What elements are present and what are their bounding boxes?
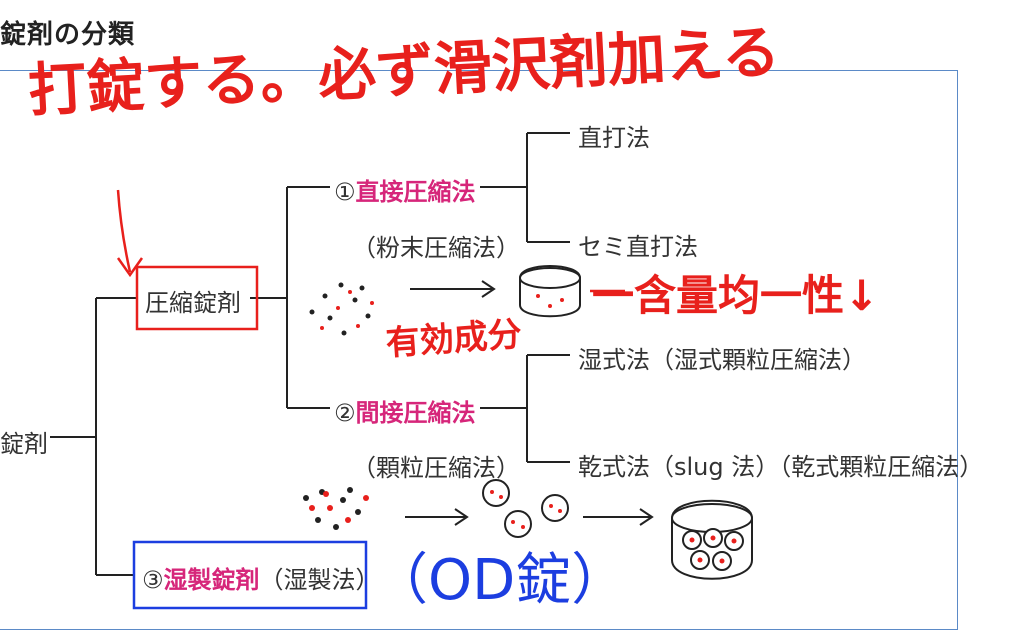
indirect-sub-label: （顆粒圧縮法） — [352, 454, 520, 482]
tree-diagram-lines — [50, 132, 753, 610]
direct-sub-label: （粉末圧縮法） — [352, 234, 520, 262]
direct-name: 直接圧縮法 — [355, 178, 476, 206]
node-compressed-tablets: 圧縮錠剤 — [145, 289, 241, 317]
annotation-od-tablet: （OD錠） — [372, 548, 628, 613]
leaf-wet-method: 湿式法（湿式顆粒圧縮法） — [578, 346, 866, 374]
molded-name: 湿製錠剤 — [163, 566, 260, 594]
node-molded-tablets: ③湿製錠剤（湿製法） — [142, 560, 380, 595]
indirect-name: 間接圧縮法 — [355, 399, 476, 427]
leaf-semi-direct: セミ直打法 — [578, 233, 698, 261]
molded-sub: （湿製法） — [259, 566, 380, 594]
leaf-dry-method: 乾式法（slug 法）（乾式顆粒圧縮法） — [578, 453, 984, 481]
annotation-content-uniformity: 一含量均一性↓ — [592, 271, 880, 320]
node-root-tablets: 錠剤 — [0, 430, 48, 458]
node-direct-compression: ①直接圧縮法 — [334, 172, 476, 207]
leaf-direct-punching: 直打法 — [578, 124, 650, 152]
page-heading: 錠剤の分類 — [0, 20, 136, 50]
direct-number: ① — [334, 178, 356, 206]
molded-number: ③ — [142, 566, 164, 594]
node-indirect-compression: ②間接圧縮法 — [334, 393, 476, 428]
annotation-active-ingredient: 有効成分 — [384, 314, 524, 364]
indirect-number: ② — [334, 399, 356, 427]
